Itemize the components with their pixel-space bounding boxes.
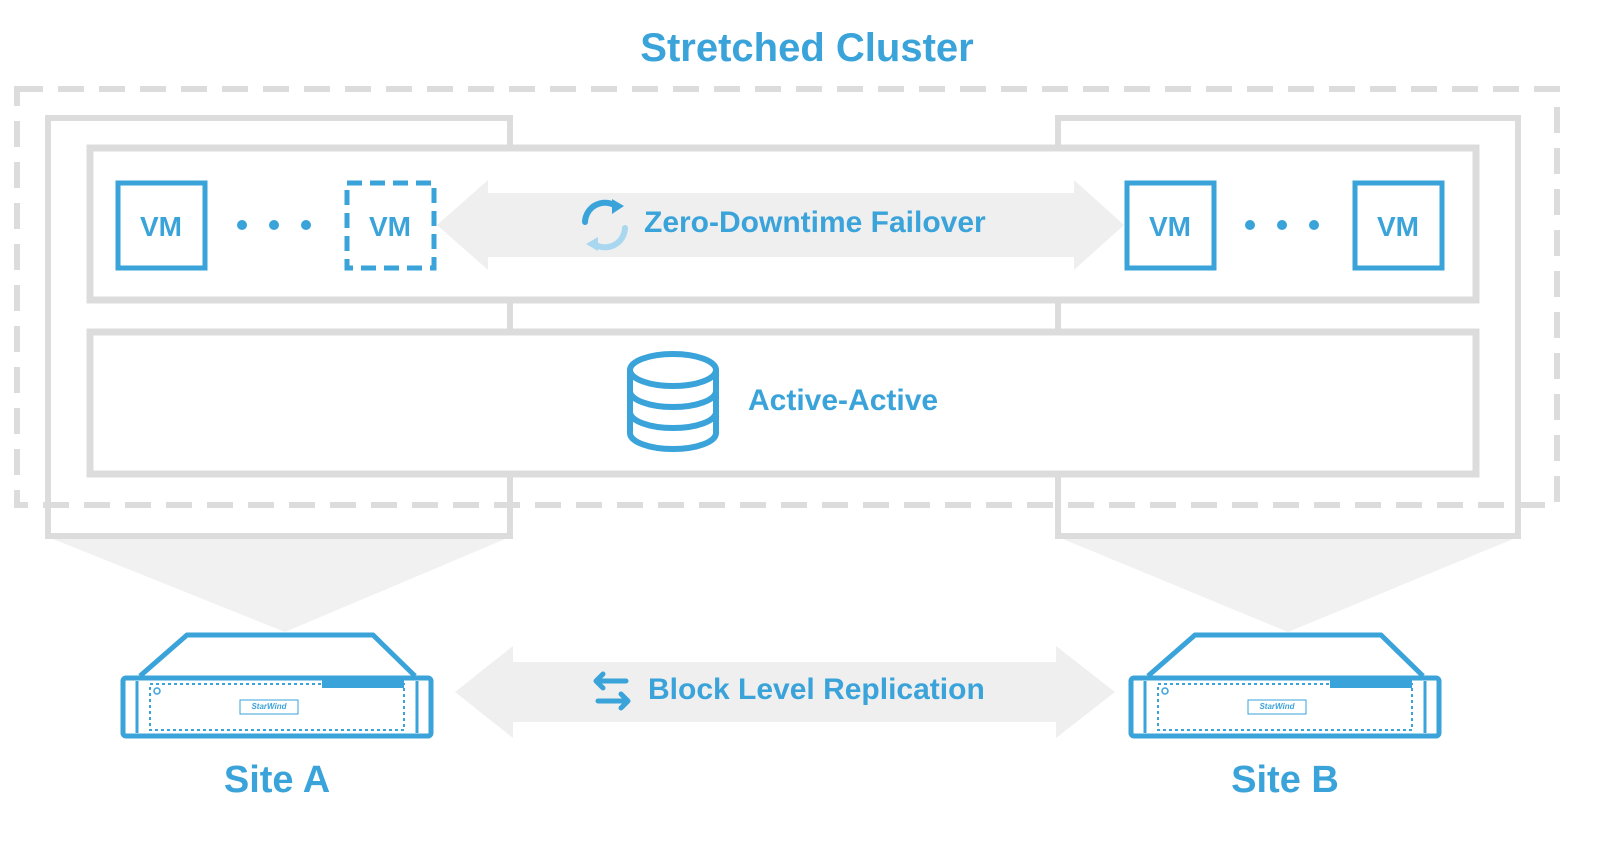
diagram-title: Stretched Cluster (640, 26, 974, 70)
vm-box-a1 (115, 180, 208, 271)
storage-label: Active-Active (748, 384, 939, 417)
failover-label: Zero-Downtime Failover (644, 206, 986, 239)
site-b-frame (1055, 115, 1521, 539)
site-a-label: Site A (223, 759, 331, 801)
server-brand-b: StarWind (1259, 702, 1295, 711)
refresh-icon (582, 199, 628, 251)
vm-label-a1: VM (140, 211, 182, 242)
vm-box-a2-dashed (344, 180, 437, 271)
vm-label-a2: VM (369, 211, 411, 242)
database-icon (627, 351, 719, 452)
vm-box-b1 (1124, 180, 1217, 271)
storage-layer-panel (86, 328, 1480, 478)
vm-ellipsis-a (237, 220, 311, 230)
vm-label-b2: VM (1377, 211, 1419, 242)
vm-label-b1: VM (1149, 211, 1191, 242)
site-a-projection (48, 537, 510, 632)
vm-ellipsis-b (1245, 220, 1319, 230)
replication-label: Block Level Replication (648, 673, 985, 706)
server-brand-a: StarWind (251, 702, 287, 711)
replication-double-arrow (455, 646, 1115, 738)
server-rack-icon-site-b (1128, 632, 1442, 739)
swap-arrows-icon (593, 671, 631, 711)
site-b-projection (1058, 537, 1518, 632)
site-b-label: Site B (1231, 759, 1339, 801)
stretched-cluster-boundary (14, 86, 1560, 508)
vm-box-b2 (1352, 180, 1445, 271)
site-a-frame (45, 115, 513, 539)
server-rack-icon-site-a (120, 632, 434, 739)
